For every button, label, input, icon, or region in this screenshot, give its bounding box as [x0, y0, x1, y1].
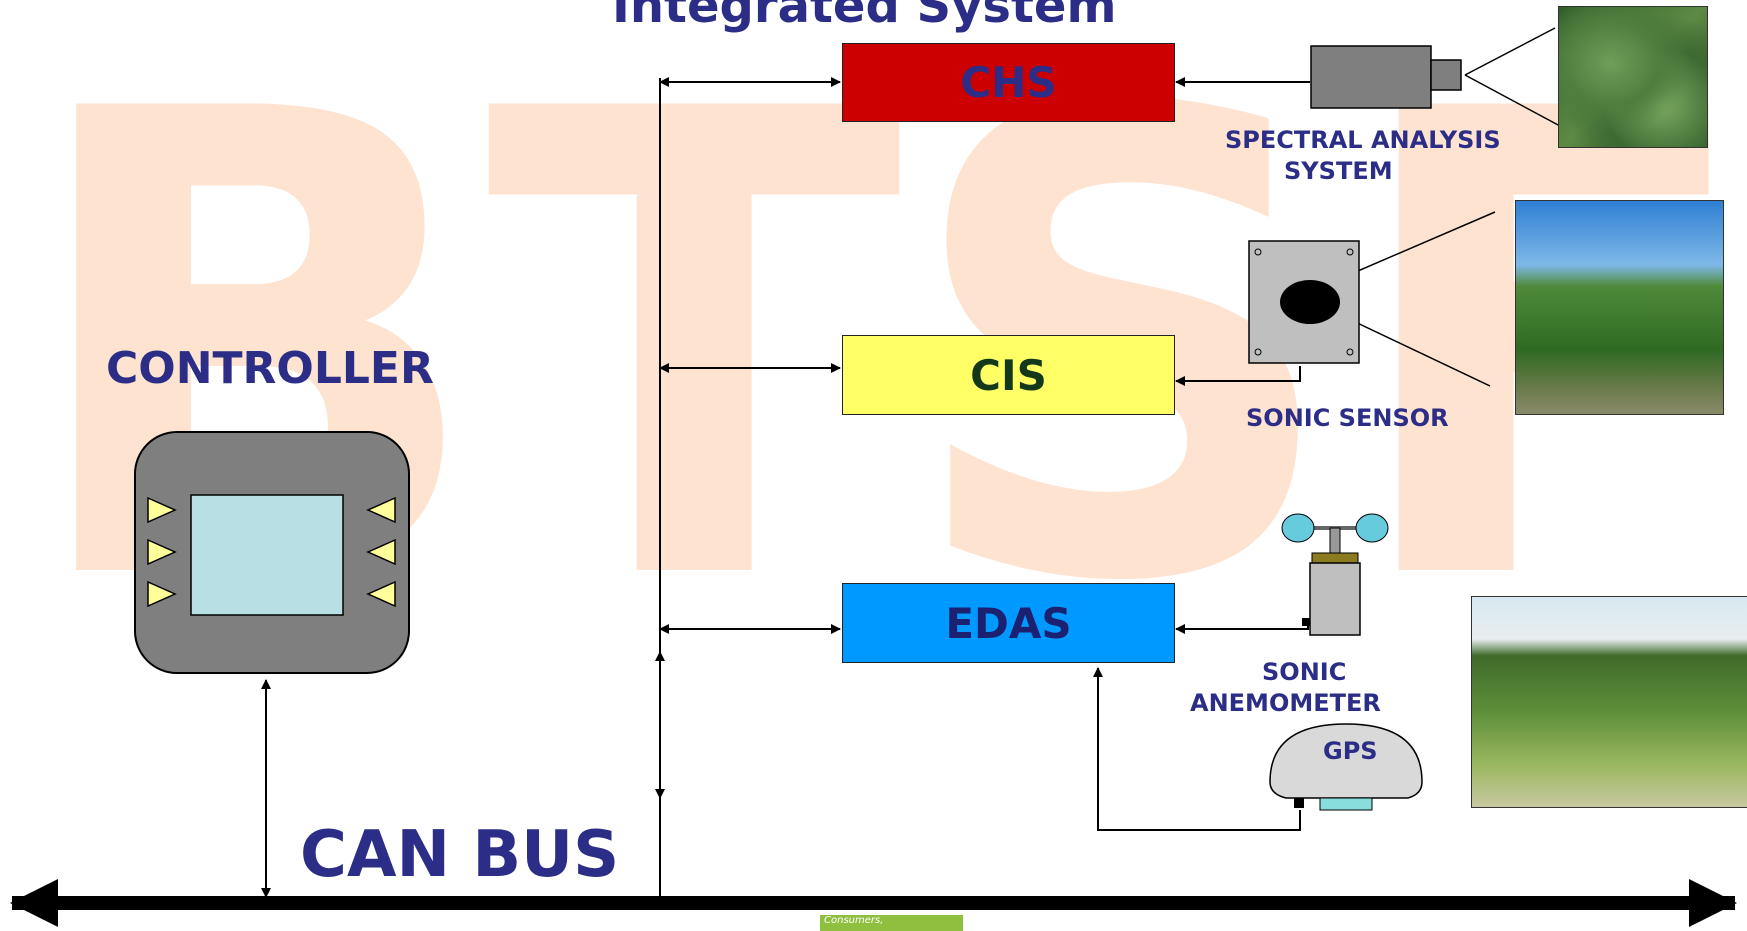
sonic-to-cis: [1176, 366, 1300, 381]
controller-label: CONTROLLER: [106, 343, 434, 394]
controller-screen: [191, 495, 343, 615]
edas-label: EDAS: [945, 599, 1071, 648]
canal-photo: [1471, 596, 1747, 808]
footer-tag: Consumers,: [820, 915, 963, 931]
sonic-sensor-label: SONIC SENSOR: [1246, 404, 1449, 432]
spectral-label-line1: SPECTRAL ANALYSIS: [1225, 126, 1501, 154]
chs-label: CHS: [960, 58, 1056, 107]
spectral-label-line2: SYSTEM: [1284, 157, 1393, 185]
gps-label: GPS: [1323, 737, 1378, 765]
camera-icon: [1310, 44, 1465, 112]
chs-module[interactable]: CHS: [842, 43, 1175, 122]
orchard-photo: [1515, 200, 1724, 415]
can-bus-label: CAN BUS: [300, 818, 619, 892]
anemometer-icon: [1280, 510, 1390, 640]
leaf-photo: [1558, 6, 1708, 148]
sonic-sensor-icon: [1248, 240, 1360, 368]
cis-module[interactable]: CIS: [842, 335, 1175, 415]
anemometer-label-line2: ANEMOMETER: [1190, 689, 1381, 717]
edas-module[interactable]: EDAS: [842, 583, 1175, 663]
cis-label: CIS: [970, 351, 1047, 400]
gps-icon: [1268, 722, 1428, 814]
anemometer-label-line1: SONIC: [1262, 658, 1346, 686]
controller-device[interactable]: [133, 430, 411, 675]
